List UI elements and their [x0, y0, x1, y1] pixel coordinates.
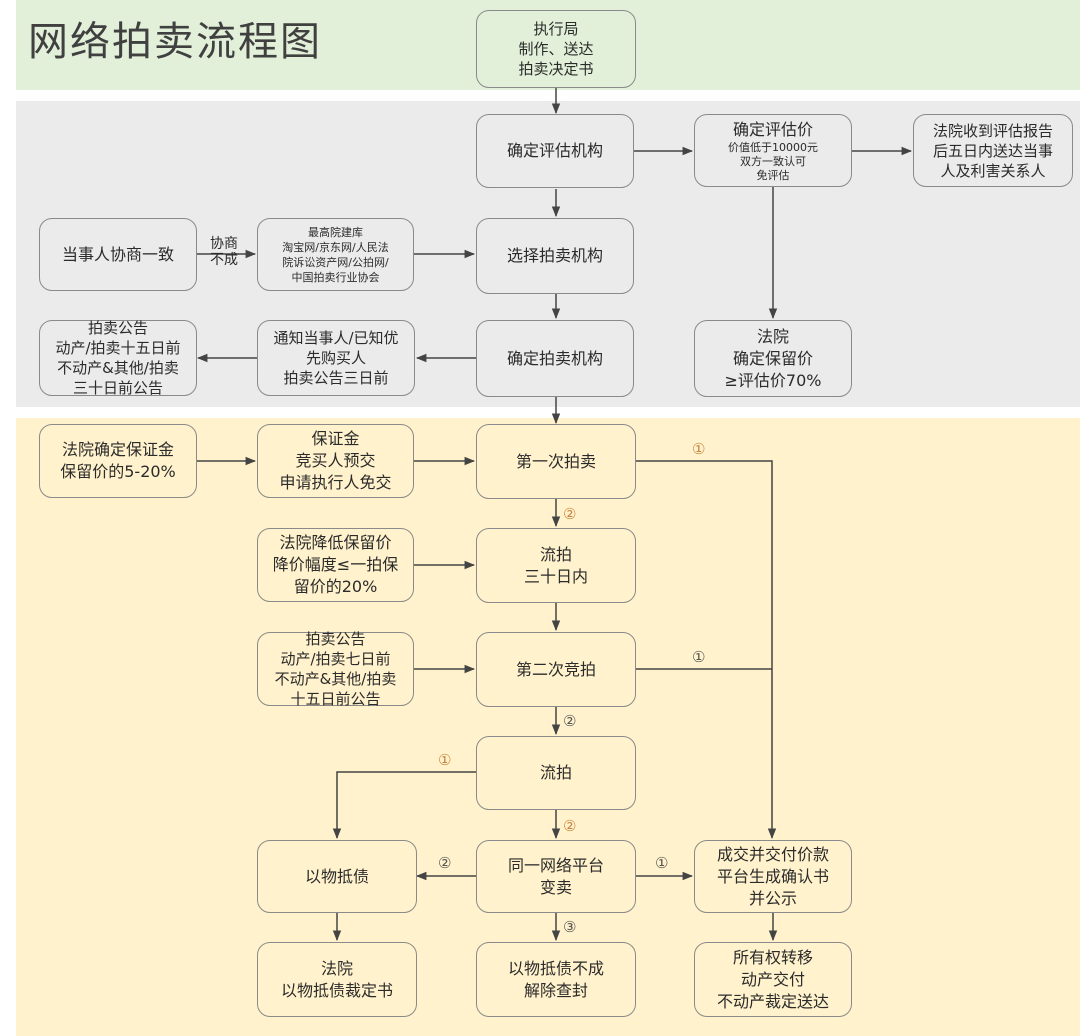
label-first-to-unsold: ②	[563, 505, 577, 523]
node-valuation: 确定评估价价值低于10000元双方一致认可免评估	[694, 114, 852, 187]
node-platforms: 最高院建库淘宝网/京东网/人民法院诉讼资产网/公拍网/中国拍卖行业协会	[257, 218, 414, 291]
label-resale-to-failed: ③	[563, 918, 577, 936]
label-resale-to-debt: ②	[438, 854, 452, 872]
label-second-to-deal: ①	[692, 648, 706, 666]
edge-unsold2-to-debt	[332, 771, 476, 840]
node-offset-failed: 以物抵债不成解除查封	[476, 942, 636, 1017]
node-auction-notice-2: 拍卖公告动产/拍卖七日前不动产&其他/拍卖十五日前公告	[257, 630, 414, 708]
page-title: 网络拍卖流程图	[28, 19, 322, 65]
node-court-ruling: 法院以物抵债裁定书	[257, 942, 417, 1017]
node-lower-reserve: 法院降低保留价降价幅度≤一拍保留价的20%	[257, 528, 414, 602]
node-confirm-agency: 确定拍卖机构	[476, 320, 634, 397]
node-appraisal-agency: 确定评估机构	[476, 114, 634, 188]
label-first-to-deal: ①	[692, 440, 706, 458]
auction-band	[16, 418, 1080, 1036]
node-debt-offset: 以物抵债	[257, 840, 417, 913]
node-exec-bureau: 执行局制作、送达拍卖决定书	[476, 10, 636, 88]
node-deposit-set: 法院确定保证金保留价的5-20%	[39, 424, 197, 498]
node-report-delivery: 法院收到评估报告后五日内送达当事人及利害关系人	[913, 114, 1073, 187]
label-negotiation-failed: 协商不成	[210, 236, 238, 268]
label-unsold-to-debt: ①	[438, 751, 452, 769]
node-deal: 成交并交付价款平台生成确认书并公示	[694, 840, 852, 913]
label-resale-to-deal: ①	[655, 854, 669, 872]
node-deposit: 保证金竞买人预交申请执行人免交	[257, 424, 414, 498]
label-unsold-to-resale: ②	[563, 817, 577, 835]
node-ownership: 所有权转移动产交付不动产裁定送达	[694, 942, 852, 1017]
node-parties-agree: 当事人协商一致	[39, 218, 197, 291]
edge-first-second-to-deal	[636, 460, 777, 840]
node-select-agency: 选择拍卖机构	[476, 218, 634, 294]
node-reserve-price: 法院确定保留价≥评估价70%	[694, 320, 852, 397]
label-second-to-unsold: ②	[563, 712, 577, 730]
node-unsold-2: 流拍	[476, 736, 636, 810]
node-first-auction: 第一次拍卖	[476, 424, 636, 499]
node-resale: 同一网络平台变卖	[476, 840, 636, 913]
node-second-auction: 第二次竞拍	[476, 632, 636, 707]
node-auction-notice-1: 拍卖公告动产/拍卖十五日前不动产&其他/拍卖三十日前公告	[39, 319, 197, 397]
node-notify-parties: 通知当事人/已知优先购买人拍卖公告三日前	[257, 320, 415, 396]
node-unsold-1: 流拍三十日内	[476, 528, 636, 603]
